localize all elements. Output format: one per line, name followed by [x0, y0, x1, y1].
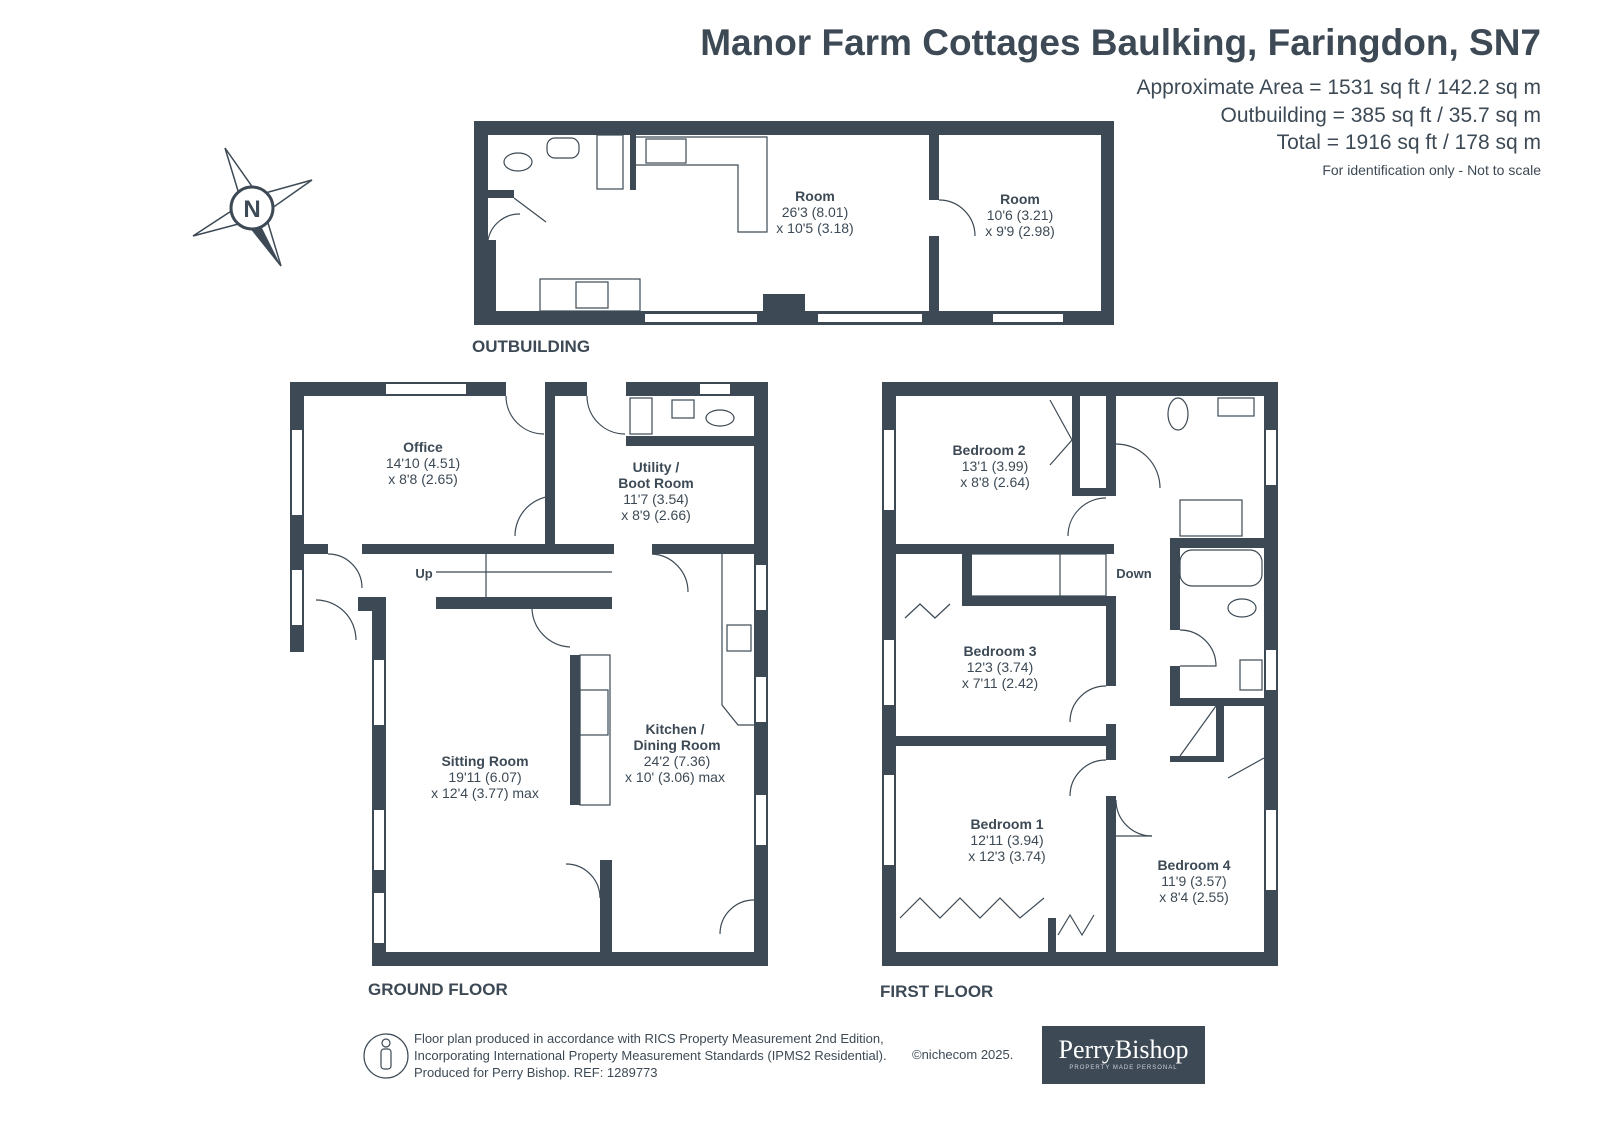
ground-floor-fixtures [315, 395, 755, 935]
footer-line: Floor plan produced in accordance with R… [414, 1031, 884, 1046]
total-area: Total = 1916 sq ft / 178 sq m [1276, 131, 1541, 154]
room-dimension: 11'7 (3.54) [623, 491, 688, 507]
room-label: Boot Room [618, 475, 693, 491]
first-floor-label: FIRST FLOOR [880, 982, 993, 1001]
room-dimension: x 9'9 (2.98) [985, 223, 1055, 239]
room-dimension: x 7'11 (2.42) [962, 675, 1038, 691]
room-label: Bedroom 4 [1157, 857, 1230, 873]
room-label: Sitting Room [441, 753, 528, 769]
room-dimension: 14'10 (4.51) [386, 455, 460, 471]
approx-area: Approximate Area = 1531 sq ft / 142.2 sq… [1136, 76, 1542, 99]
ground-floor-walls [290, 382, 768, 966]
copyright: ©nichecom 2025. [912, 1047, 1014, 1062]
room-label: Room [795, 188, 835, 204]
room-dimension: x 8'9 (2.66) [621, 507, 691, 523]
room-dimension: 12'3 (3.74) [967, 659, 1034, 675]
compass-icon: N [192, 147, 313, 267]
outbuilding-fixtures [487, 134, 976, 312]
room-dimension: 13'1 (3.99) [962, 458, 1029, 474]
room-label: Bedroom 1 [970, 816, 1043, 832]
stairs-up-label: Up [415, 566, 432, 581]
ground-floor-label: GROUND FLOOR [368, 980, 508, 999]
room-label: Bedroom 2 [952, 442, 1025, 458]
outbuilding-label: OUTBUILDING [472, 337, 590, 356]
first-floor-fixtures [899, 397, 1265, 937]
room-dimension: x 8'8 (2.65) [388, 471, 458, 487]
outbuilding-area: Outbuilding = 385 sq ft / 35.7 sq m [1220, 104, 1541, 127]
room-dimension: 10'6 (3.21) [987, 207, 1054, 223]
logo-tagline: PROPERTY MADE PERSONAL [1069, 1065, 1178, 1071]
first-floor-windows [884, 430, 1276, 890]
room-label: Kitchen / [645, 721, 704, 737]
room-label: Room [1000, 191, 1040, 207]
person-info-icon [363, 1033, 409, 1079]
footer-disclaimer: Floor plan produced in accordance with R… [414, 1030, 887, 1081]
outbuilding-windows [645, 314, 1063, 322]
footer-line: Incorporating International Property Mea… [414, 1048, 887, 1063]
perry-bishop-logo: PerryBishop PROPERTY MADE PERSONAL [1042, 1026, 1205, 1084]
room-dimension: x 8'4 (2.55) [1159, 889, 1229, 905]
room-dimension: 11'9 (3.57) [1161, 873, 1226, 889]
outbuilding-walls [474, 121, 1114, 325]
compass-north-label: N [243, 196, 260, 223]
room-dimension: x 10' (3.06) max [625, 769, 725, 785]
page-title: Manor Farm Cottages Baulking, Faringdon,… [700, 22, 1541, 63]
logo-text: PerryBishop [1058, 1035, 1189, 1064]
room-dimension: x 10'5 (3.18) [776, 220, 853, 236]
room-label: Bedroom 3 [963, 643, 1036, 659]
room-dimension: 12'11 (3.94) [970, 832, 1043, 848]
room-label: Office [403, 439, 443, 455]
room-dimension: 24'2 (7.36) [644, 753, 711, 769]
ground-floor-windows [292, 384, 766, 943]
room-dimension: 19'11 (6.07) [448, 769, 521, 785]
room-dimension: x 8'8 (2.64) [960, 474, 1030, 490]
scale-note: For identification only - Not to scale [1322, 162, 1541, 178]
footer-line: Produced for Perry Bishop. REF: 1289773 [414, 1065, 658, 1080]
room-dimension: 26'3 (8.01) [782, 204, 849, 220]
room-dimension: x 12'4 (3.77) max [431, 785, 539, 801]
room-dimension: x 12'3 (3.74) [968, 848, 1045, 864]
room-label: Dining Room [633, 737, 720, 753]
room-label: Utility / [633, 459, 680, 475]
stairs-down-label: Down [1116, 566, 1151, 581]
